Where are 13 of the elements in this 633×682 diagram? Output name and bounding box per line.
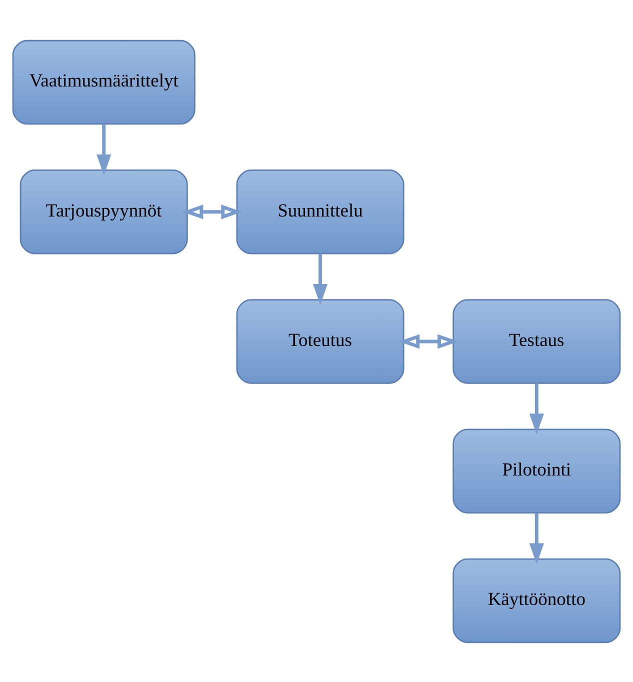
- node-box: Käyttöönotto: [452, 558, 621, 643]
- arrow: [529, 512, 544, 564]
- node-box: Pilotointi: [452, 428, 621, 513]
- arrow: [529, 382, 544, 434]
- node-box: Suunnittelu: [236, 169, 404, 254]
- node-box: Vaatimusmäärittelyt: [12, 39, 196, 124]
- arrow: [398, 334, 458, 348]
- node-box: Tarjouspyynnöt: [20, 169, 188, 254]
- arrow: [312, 253, 328, 304]
- node-box: Testaus: [452, 298, 621, 384]
- arrow: [96, 124, 112, 175]
- arrow: [182, 204, 242, 219]
- node-box: Toteutus: [236, 298, 404, 384]
